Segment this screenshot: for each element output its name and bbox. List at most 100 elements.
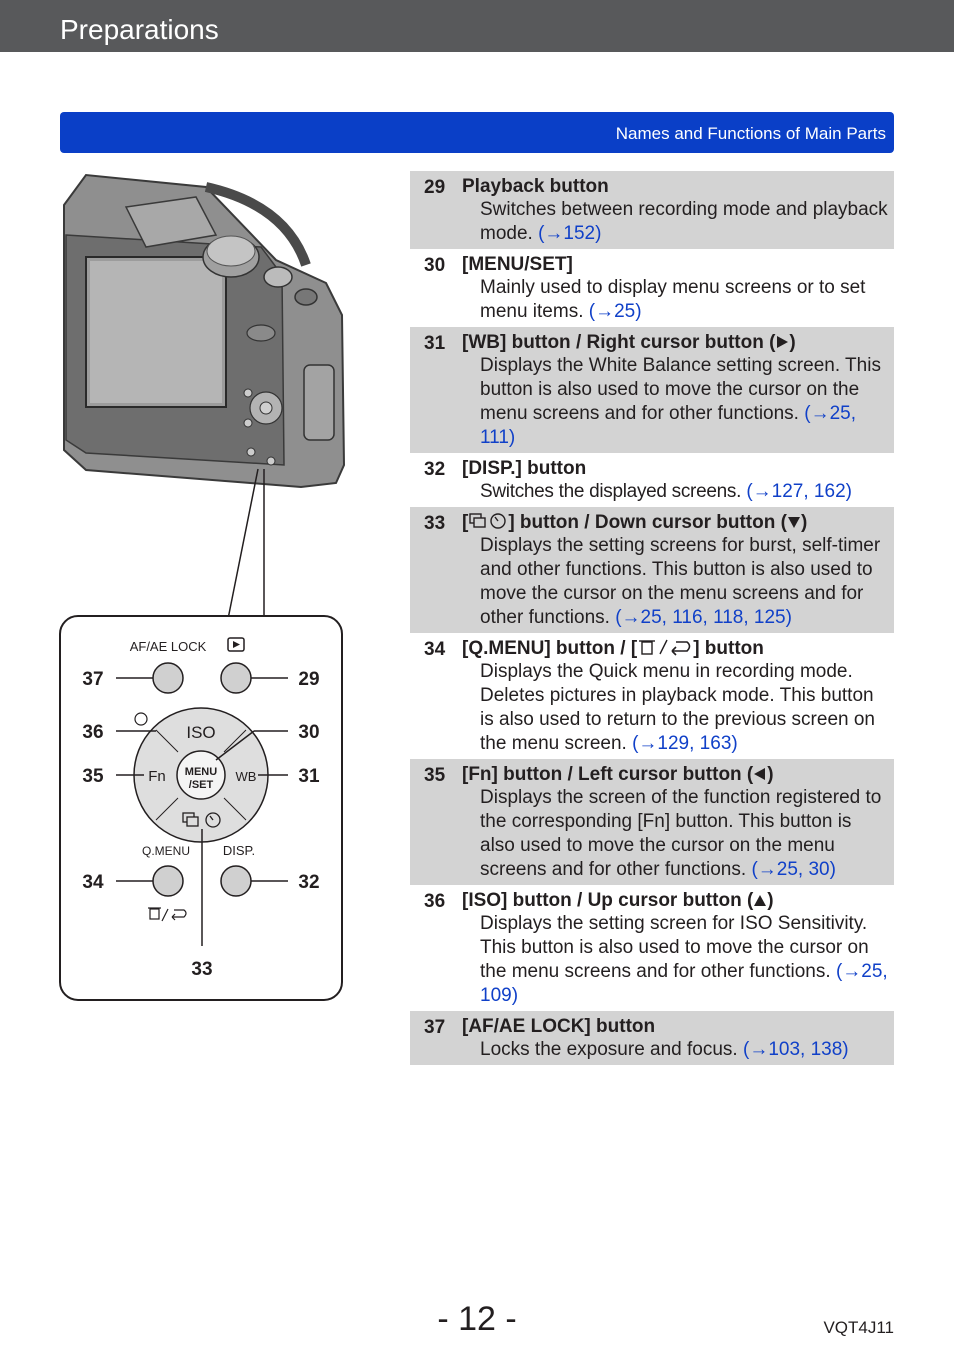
page-title: Preparations bbox=[60, 14, 219, 45]
af-ae-lock-label: AF/AE LOCK bbox=[130, 639, 207, 654]
up-triangle-icon bbox=[754, 895, 767, 906]
entry-heading-part: ) bbox=[800, 512, 808, 533]
document-code: VQT4J11 bbox=[823, 1318, 894, 1337]
entry-heading: [Fn] button / Left cursor button () bbox=[462, 763, 894, 786]
entry-heading-part: ] button bbox=[693, 638, 764, 659]
qmenu-label: Q.MENU bbox=[142, 844, 190, 858]
entry-number: 37 bbox=[424, 1017, 446, 1038]
entry-number: 30 bbox=[424, 255, 446, 276]
page-reference-link[interactable]: (→127, 162) bbox=[746, 481, 852, 502]
entry-heading: [AF/AE LOCK] button bbox=[462, 1016, 656, 1037]
callout-37: 37 bbox=[82, 669, 103, 690]
page-reference-link[interactable]: (→129, 163) bbox=[632, 733, 738, 754]
parts-list: 29 Playback button Switches between reco… bbox=[410, 171, 894, 1065]
entry-text: Displays the Quick menu in recording mod… bbox=[480, 661, 876, 754]
entry-description: Switches the displayed screens. (→127, 1… bbox=[480, 480, 888, 504]
entry-description: Switches between recording mode and play… bbox=[480, 198, 888, 246]
page-reference-link[interactable]: (→25, 111) bbox=[480, 403, 856, 448]
page-number: - 12 - bbox=[437, 1300, 517, 1338]
entry-heading-part: [Fn] button / Left cursor button ( bbox=[462, 764, 754, 785]
entry-description: Mainly used to display menu screens or t… bbox=[480, 276, 888, 324]
entry-29: 29 Playback button Switches between reco… bbox=[410, 171, 894, 249]
entry-heading-part: [ bbox=[462, 512, 469, 533]
disp-label: DISP. bbox=[223, 843, 255, 858]
entry-description: Displays the setting screens for burst, … bbox=[480, 534, 888, 630]
entry-text: Mainly used to display menu screens or t… bbox=[480, 277, 866, 322]
entry-heading-part: [WB] button / Right cursor button ( bbox=[462, 332, 776, 353]
callout-30: 30 bbox=[298, 722, 319, 743]
entry-heading: [Q.MENU] button / [ ] button bbox=[462, 637, 894, 660]
entry-text: Locks the exposure and focus. bbox=[480, 1039, 738, 1060]
page-reference-link[interactable]: (→103, 138) bbox=[743, 1039, 849, 1060]
delete-return-icon bbox=[148, 907, 187, 922]
page-reference-link[interactable]: (→152) bbox=[538, 223, 602, 244]
entry-36: 36 [ISO] button / Up cursor button () Di… bbox=[410, 885, 894, 1011]
callout-35: 35 bbox=[82, 766, 104, 787]
camera-diagram: AF/AE LOCK ISO Fn WB MENU /SET bbox=[59, 173, 346, 1001]
qmenu-button bbox=[152, 865, 184, 897]
page-reference-link[interactable]: (→25) bbox=[588, 301, 642, 322]
entry-heading: [ ] button / Down cursor button () bbox=[462, 511, 894, 534]
entry-number: 32 bbox=[424, 459, 446, 480]
entry-32: 32 [DISP.] button Switches the displayed… bbox=[410, 453, 894, 507]
entry-description: Displays the screen of the function regi… bbox=[480, 786, 888, 882]
header-bar: Preparations bbox=[0, 0, 954, 52]
set-label: /SET bbox=[189, 779, 214, 791]
entry-35: 35 [Fn] button / Left cursor button () D… bbox=[410, 759, 894, 885]
entry-description: Locks the exposure and focus. (→103, 138… bbox=[480, 1038, 888, 1062]
fn-label: Fn bbox=[148, 768, 166, 785]
page-reference-link[interactable]: (→25, 116, 118, 125) bbox=[615, 607, 792, 628]
disp-button bbox=[220, 865, 252, 897]
delete-return-icon bbox=[639, 639, 691, 656]
callout-33: 33 bbox=[191, 959, 212, 980]
entry-heading: [DISP.] button bbox=[462, 458, 587, 479]
entry-number: 36 bbox=[424, 891, 446, 912]
entry-heading-part: ] button / Down cursor button ( bbox=[508, 512, 787, 533]
entry-description: Displays the White Balance setting scree… bbox=[480, 354, 888, 450]
burst-self-timer-icon bbox=[469, 513, 507, 529]
entry-heading: [ISO] button / Up cursor button () bbox=[462, 889, 894, 912]
callout-31: 31 bbox=[298, 766, 320, 787]
entry-34: 34 [Q.MENU] button / [ ] button Displays … bbox=[410, 633, 894, 759]
iso-label: ISO bbox=[186, 723, 215, 742]
menu-label: MENU bbox=[185, 766, 217, 778]
left-triangle-icon bbox=[754, 768, 766, 780]
page-reference-link[interactable]: (→25, 109) bbox=[480, 961, 888, 1006]
wb-label: WB bbox=[236, 769, 257, 784]
callout-34: 34 bbox=[82, 872, 104, 893]
entry-number: 34 bbox=[424, 639, 446, 660]
entry-text: Switches between recording mode and play… bbox=[480, 199, 888, 244]
entry-30: 30 [MENU/SET] Mainly used to display men… bbox=[410, 249, 894, 327]
entry-heading: [WB] button / Right cursor button () bbox=[462, 331, 894, 354]
entry-heading-part: [ISO] button / Up cursor button ( bbox=[462, 890, 754, 911]
callout-36: 36 bbox=[82, 722, 103, 743]
playback-icon bbox=[227, 637, 245, 652]
entry-heading-part: [Q.MENU] button / [ bbox=[462, 638, 638, 659]
page-reference-link[interactable]: (→25, 30) bbox=[751, 859, 836, 880]
entry-text: Switches the displayed screens. bbox=[480, 481, 742, 502]
entry-number: 35 bbox=[424, 765, 446, 786]
entry-33: 33 [ ] button / Down cursor button () Dis… bbox=[410, 507, 894, 633]
entry-heading-part: ) bbox=[767, 890, 774, 911]
entry-heading: [MENU/SET] bbox=[462, 254, 573, 275]
entry-number: 33 bbox=[424, 513, 446, 534]
entry-37: 37 [AF/AE LOCK] button Locks the exposur… bbox=[410, 1011, 894, 1065]
camera-body bbox=[63, 173, 346, 489]
callout-32: 32 bbox=[298, 872, 319, 893]
entry-number: 31 bbox=[424, 333, 446, 354]
entry-text: Displays the screen of the function regi… bbox=[480, 787, 882, 880]
entry-number: 29 bbox=[424, 177, 446, 198]
entry-description: Displays the setting screen for ISO Sens… bbox=[480, 912, 888, 1008]
down-triangle-icon bbox=[787, 517, 800, 528]
af-ae-lock-button bbox=[152, 662, 184, 694]
section-label: Names and Functions of Main Parts bbox=[615, 124, 886, 143]
entry-description: Displays the Quick menu in recording mod… bbox=[480, 660, 888, 756]
section-bar: Names and Functions of Main Parts bbox=[60, 112, 894, 153]
entry-text: Displays the White Balance setting scree… bbox=[480, 355, 881, 424]
entry-heading: Playback button bbox=[462, 176, 609, 197]
playback-button bbox=[220, 662, 252, 694]
entry-text: Displays the setting screens for burst, … bbox=[480, 535, 881, 628]
callout-29: 29 bbox=[298, 669, 319, 690]
right-triangle-icon bbox=[777, 336, 789, 348]
status-lamp bbox=[134, 712, 148, 726]
